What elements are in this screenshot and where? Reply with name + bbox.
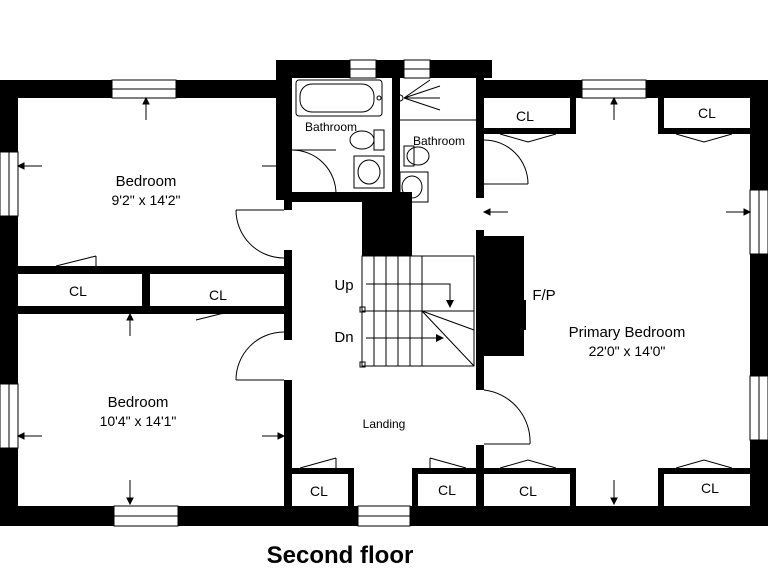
sink-right [401, 175, 423, 199]
wall-landing-closet-top-left [292, 468, 352, 474]
bath-fixtures [295, 79, 476, 203]
vanity-right [399, 171, 429, 203]
door-closet-primary-tl [499, 133, 557, 143]
interior-walls [18, 78, 750, 510]
closet-label-primary-tr: CL [698, 105, 716, 121]
closet-label-landing-right: CL [438, 482, 456, 498]
wall-chimney-upper [362, 200, 412, 256]
door-closet-landing-right [429, 457, 467, 469]
door-closet-primary-tr [675, 133, 733, 143]
stairs-down-label: Dn [334, 329, 353, 346]
dimension-arrows [16, 96, 752, 506]
stairs [359, 255, 475, 368]
stairs-up-label: Up [334, 277, 353, 294]
doors [55, 133, 733, 469]
stair-post-1 [359, 306, 366, 313]
wall-primary-closet-tl-side [570, 98, 576, 134]
bedroom2-dims: 10'4" x 14'1" [100, 413, 177, 429]
fireplace-upper [484, 236, 524, 256]
wall-left [0, 80, 18, 526]
wall-primary-closet-tr-side [658, 98, 664, 134]
landing-label: Landing [363, 417, 406, 431]
door-closet-bed2 [195, 309, 237, 321]
wall-bed2-top [18, 306, 292, 314]
arrow-up-head [446, 300, 454, 308]
wall-primary-closet-bl-top [484, 468, 576, 474]
closet-label-primary-tl: CL [516, 108, 534, 124]
bedroom1-name: Bedroom [116, 173, 177, 190]
toilet-tank-left [373, 129, 385, 151]
toilet-tank-right [403, 145, 415, 167]
closet-label-primary-br: CL [701, 480, 719, 496]
vanity-left [353, 155, 385, 189]
closet-label-bed1: CL [69, 283, 87, 299]
door-closet-primary-br [675, 459, 733, 469]
wall-landing-closet-div1 [348, 468, 354, 508]
wall-right [750, 80, 768, 526]
sink-left [357, 159, 381, 185]
wall-bath-divider [392, 78, 400, 200]
arrow-up-path [366, 283, 451, 304]
door-closet-bed1 [55, 255, 97, 267]
bathroom-right-label: Bathroom [413, 134, 465, 148]
arrow-down-head [436, 334, 444, 342]
fireplace-hearth [520, 300, 526, 330]
bathtub-basin [299, 83, 375, 113]
toilet-right [406, 146, 430, 166]
bathtub [295, 79, 383, 117]
wall-bed1-bottom [18, 266, 292, 274]
labels: Bedroom 9'2" x 14'2" Bedroom 10'4" x 14'… [69, 105, 719, 569]
fireplace-body [476, 256, 524, 356]
fireplace [476, 236, 526, 356]
door-bath-left [291, 149, 337, 195]
door-closet-primary-bl [499, 459, 557, 469]
windows [0, 59, 768, 527]
wall-primary-closet-tr-bottom [658, 128, 750, 134]
closet-label-primary-bl: CL [519, 483, 537, 499]
wall-bath-bottom [292, 192, 412, 202]
stair-post-2 [359, 361, 366, 368]
bedroom1-dims: 9'2" x 14'2" [112, 192, 181, 208]
closet-label-bed2: CL [209, 287, 227, 303]
door-bath-right [483, 139, 529, 185]
primary-bedroom-name: Primary Bedroom [569, 324, 686, 341]
door-bed1 [235, 209, 285, 259]
wall-bath-top [276, 60, 492, 78]
wall-landing-closet-top-right [414, 468, 476, 474]
wall-bed1-right [284, 98, 292, 210]
door-bed2 [235, 331, 285, 381]
wall-primary-closet-tl-bottom [484, 128, 576, 134]
wall-bed2-right [284, 380, 292, 510]
wall-primary-left-lower [476, 445, 484, 510]
wall-bath-right [476, 78, 484, 198]
closet-label-landing-left: CL [310, 483, 328, 499]
bathroom-left-label: Bathroom [305, 120, 357, 134]
wall-landing-closet-div2 [412, 468, 418, 508]
wall-bed1-right-lower [284, 250, 292, 340]
shower-head [403, 79, 441, 111]
door-closet-landing-left [299, 457, 337, 469]
primary-bedroom-dims: 22'0" x 14'0" [589, 343, 666, 359]
shower-valve [396, 94, 404, 102]
bathtub-drain [376, 95, 382, 101]
wall-closet-divider [142, 266, 150, 310]
floor-title: Second floor [267, 542, 414, 569]
fireplace-label: F/P [532, 287, 555, 304]
wall-primary-closet-br-top [658, 468, 750, 474]
wall-primary-closet-bl-side [570, 468, 576, 508]
bedroom2-name: Bedroom [108, 394, 169, 411]
door-primary [483, 389, 531, 445]
wall-primary-closet-br-side [658, 468, 664, 508]
